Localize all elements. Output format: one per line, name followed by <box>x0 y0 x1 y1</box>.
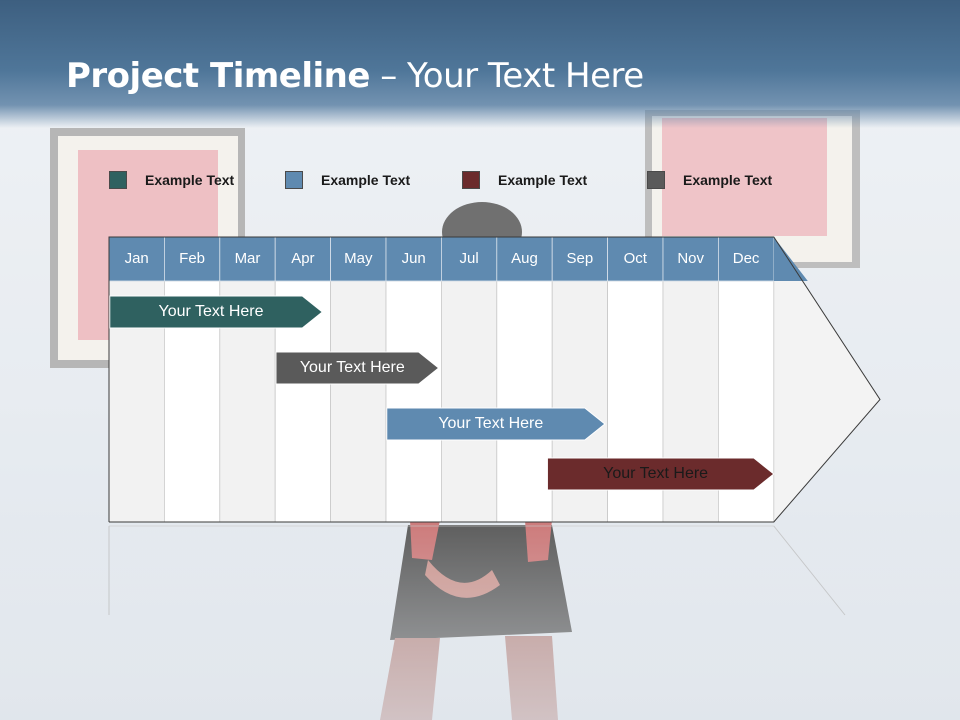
month-header-oct <box>607 236 664 282</box>
month-header-apr <box>274 236 332 282</box>
month-header-jul <box>440 236 498 282</box>
month-label-feb: Feb <box>179 250 206 267</box>
task-label-4: Your Text Here <box>603 465 709 482</box>
month-label-nov: Nov <box>677 250 705 267</box>
task-bar-2 <box>275 351 440 385</box>
title-bold: Project Timeline <box>66 56 370 96</box>
month-label-dec: Dec <box>732 250 760 267</box>
legend-swatch-4 <box>647 171 665 189</box>
timeline-arrow-outline <box>108 236 881 523</box>
legend-swatch-2 <box>285 171 303 189</box>
month-label-jun: Jun <box>401 250 426 267</box>
reflection-right <box>773 525 846 616</box>
task-label-1: Your Text Here <box>158 303 264 320</box>
month-label-may: May <box>344 250 373 267</box>
legend-item-3: Example Text <box>462 170 587 190</box>
task-bar-1 <box>109 295 324 329</box>
legend-item-1: Example Text <box>109 170 234 190</box>
legend-label-1: Example Text <box>145 172 235 188</box>
month-header-dec <box>718 236 775 282</box>
title-rest: – Your Text Here <box>369 56 644 96</box>
month-label-jan: Jan <box>124 250 149 267</box>
task-bar-3 <box>386 407 606 441</box>
month-label-jul: Jul <box>459 250 479 267</box>
legend-item-4: Example Text <box>647 170 772 190</box>
legend-swatch-3 <box>462 171 480 189</box>
month-label-mar: Mar <box>234 250 261 267</box>
task-label-2: Your Text Here <box>299 359 405 376</box>
month-header-nov <box>662 236 719 282</box>
legend-label-3: Example Text <box>498 172 588 188</box>
legend-swatch-1 <box>109 171 127 189</box>
page-title: Project Timeline – Your Text Here <box>66 56 644 96</box>
legend-label-2: Example Text <box>321 172 411 188</box>
month-label-aug: Aug <box>511 250 538 267</box>
month-header-sep <box>551 236 609 282</box>
month-label-sep: Sep <box>566 250 594 267</box>
legend-label-4: Example Text <box>683 172 773 188</box>
month-header-feb <box>163 236 221 282</box>
month-column-aug <box>496 280 553 523</box>
month-label-apr: Apr <box>291 250 315 267</box>
month-column-jul <box>440 280 498 523</box>
month-header-jan <box>108 236 165 282</box>
task-label-3: Your Text Here <box>438 415 544 432</box>
legend-item-2: Example Text <box>285 170 410 190</box>
header-bar <box>0 0 960 128</box>
month-column-may <box>330 280 387 523</box>
month-column-jun <box>385 280 442 523</box>
task-bar-4 <box>546 457 775 491</box>
month-header-tail <box>773 237 808 281</box>
month-header-jun <box>385 236 442 282</box>
month-label-oct: Oct <box>623 250 647 267</box>
